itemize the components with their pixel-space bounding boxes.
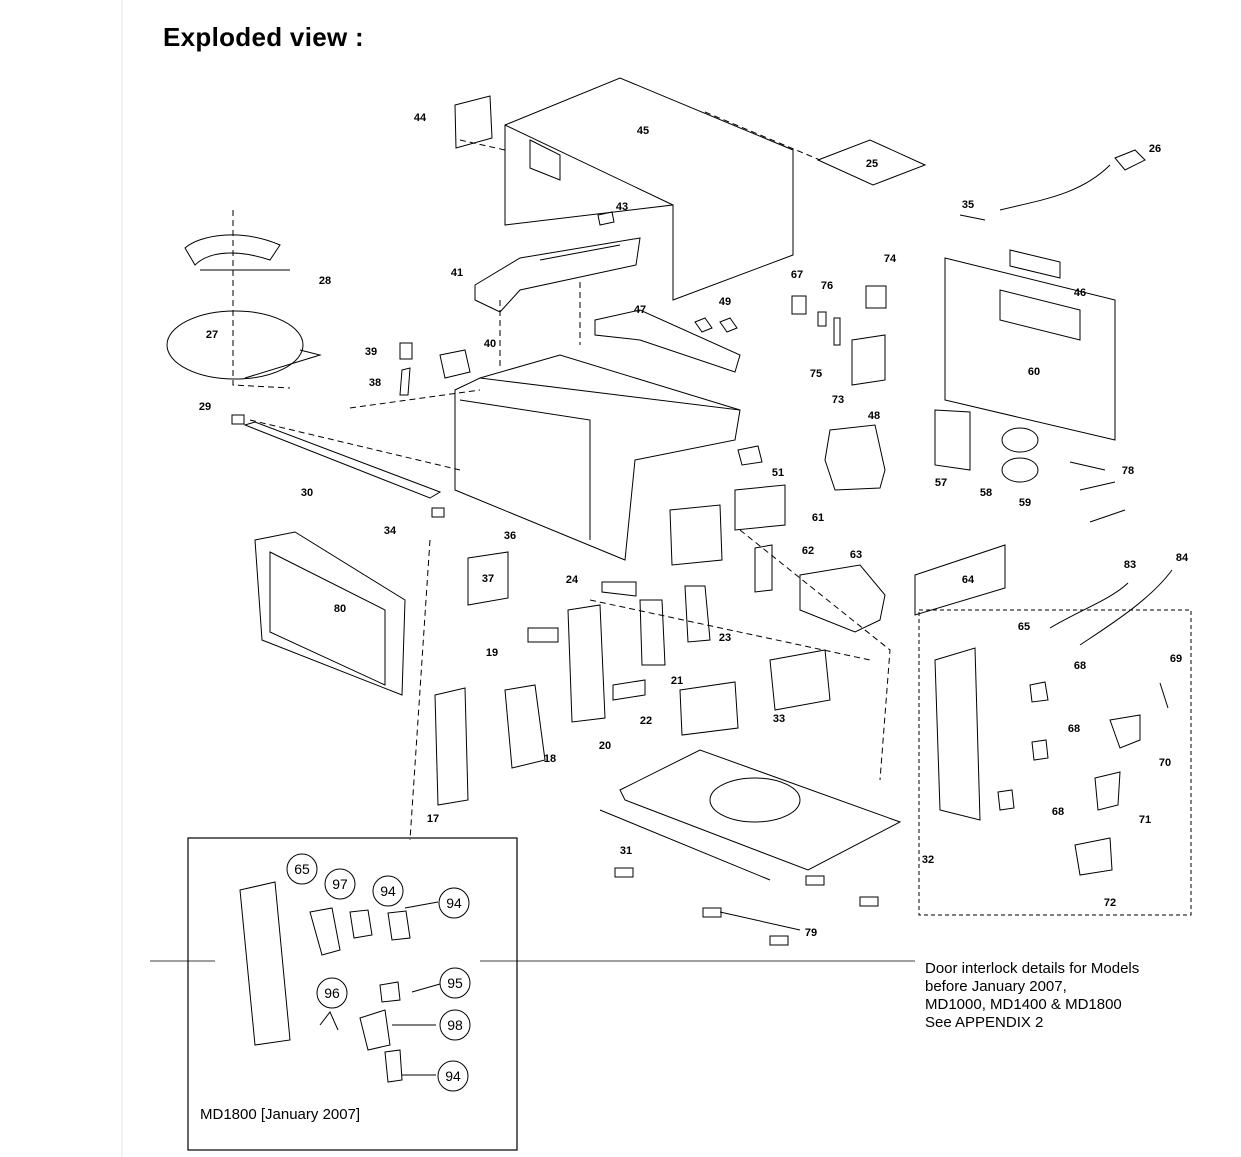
part-label: 34 bbox=[384, 525, 397, 537]
part-label: 19 bbox=[486, 647, 498, 659]
inset-caption: MD1800 [January 2007] bbox=[200, 1106, 361, 1123]
circled-label: 97 bbox=[332, 876, 348, 892]
part-label: 28 bbox=[319, 275, 331, 287]
circled-label: 65 bbox=[294, 861, 310, 877]
note-line: before January 2007, bbox=[925, 978, 1067, 995]
circled-label: 95 bbox=[447, 975, 463, 991]
part-label: 68 bbox=[1068, 723, 1080, 735]
circled-label-ring bbox=[438, 887, 470, 919]
part-label: 36 bbox=[504, 530, 516, 542]
part-label: 48 bbox=[868, 410, 880, 422]
circled-label-ring bbox=[316, 977, 348, 1009]
part-label: 40 bbox=[484, 338, 496, 350]
part-label: 76 bbox=[821, 280, 833, 292]
part-label: 32 bbox=[922, 854, 934, 866]
part-label: 84 bbox=[1176, 552, 1189, 564]
part-label: 62 bbox=[802, 545, 814, 557]
part-label: 58 bbox=[980, 487, 992, 499]
circled-label-ring bbox=[372, 875, 404, 907]
part-label: 51 bbox=[772, 467, 784, 479]
circled-label-ring bbox=[437, 1060, 469, 1092]
circled-label: 98 bbox=[447, 1017, 463, 1033]
part-label: 61 bbox=[812, 512, 824, 524]
part-label: 20 bbox=[599, 740, 611, 752]
part-labels: 44 45 25 26 35 43 41 28 27 39 40 38 47 49 67 76 74 46 75 73… bbox=[199, 112, 1189, 939]
part-label: 44 bbox=[414, 112, 427, 124]
part-label: 41 bbox=[451, 267, 463, 279]
part-label: 45 bbox=[637, 125, 649, 137]
part-label: 47 bbox=[634, 304, 646, 316]
part-label: 78 bbox=[1122, 465, 1134, 477]
circled-label-ring bbox=[439, 1009, 471, 1041]
part-label: 23 bbox=[719, 632, 731, 644]
part-label: 39 bbox=[365, 346, 377, 358]
part-label: 67 bbox=[791, 269, 803, 281]
part-label: 25 bbox=[866, 158, 878, 170]
part-label: 49 bbox=[719, 296, 731, 308]
circled-label: 94 bbox=[446, 895, 462, 911]
part-label: 72 bbox=[1104, 897, 1116, 909]
part-label: 30 bbox=[301, 487, 313, 499]
circled-label: 94 bbox=[380, 883, 396, 899]
part-label: 80 bbox=[334, 603, 346, 615]
circled-label-ring bbox=[286, 853, 318, 885]
part-label: 57 bbox=[935, 477, 947, 489]
circled-label-ring bbox=[439, 967, 471, 999]
note-line: MD1000, MD1400 & MD1800 bbox=[925, 996, 1122, 1013]
part-label: 83 bbox=[1124, 559, 1136, 571]
part-label: 46 bbox=[1074, 287, 1086, 299]
note-line: Door interlock details for Models bbox=[925, 960, 1140, 977]
part-label: 18 bbox=[544, 753, 556, 765]
part-label: 35 bbox=[962, 199, 974, 211]
part-label: 31 bbox=[620, 845, 632, 857]
part-label: 71 bbox=[1139, 814, 1151, 826]
part-label: 70 bbox=[1159, 757, 1171, 769]
part-label: 75 bbox=[810, 368, 822, 380]
part-label: 17 bbox=[427, 813, 439, 825]
part-label: 59 bbox=[1019, 497, 1031, 509]
part-label: 43 bbox=[616, 201, 628, 213]
part-label: 65 bbox=[1018, 621, 1030, 633]
part-label: 26 bbox=[1149, 143, 1161, 155]
part-label: 73 bbox=[832, 394, 844, 406]
part-label: 79 bbox=[805, 927, 817, 939]
part-label: 68 bbox=[1074, 660, 1086, 672]
circled-label: 96 bbox=[324, 985, 340, 1001]
part-label: 64 bbox=[962, 574, 975, 586]
page-title: Exploded view : bbox=[163, 22, 364, 52]
part-label: 24 bbox=[566, 574, 579, 586]
part-label: 21 bbox=[671, 675, 683, 687]
interlock-note: Door interlock details for Models before… bbox=[925, 960, 1139, 1032]
part-label: 29 bbox=[199, 401, 211, 413]
part-label: 63 bbox=[850, 549, 862, 561]
part-label: 38 bbox=[369, 377, 381, 389]
note-line: See APPENDIX 2 bbox=[925, 1014, 1044, 1031]
inset-box bbox=[187, 837, 518, 1151]
part-label: 22 bbox=[640, 715, 652, 727]
circled-label-ring bbox=[324, 868, 356, 900]
part-label: 37 bbox=[482, 573, 494, 585]
circled-label: 94 bbox=[445, 1068, 461, 1084]
part-label: 68 bbox=[1052, 806, 1064, 818]
part-label: 27 bbox=[206, 329, 218, 341]
part-label: 69 bbox=[1170, 653, 1182, 665]
part-label: 74 bbox=[884, 253, 897, 265]
part-label: 60 bbox=[1028, 366, 1040, 378]
inset-circled-labels: 65 97 94 94 96 95 98 94 bbox=[286, 853, 471, 1092]
part-label: 33 bbox=[773, 713, 785, 725]
